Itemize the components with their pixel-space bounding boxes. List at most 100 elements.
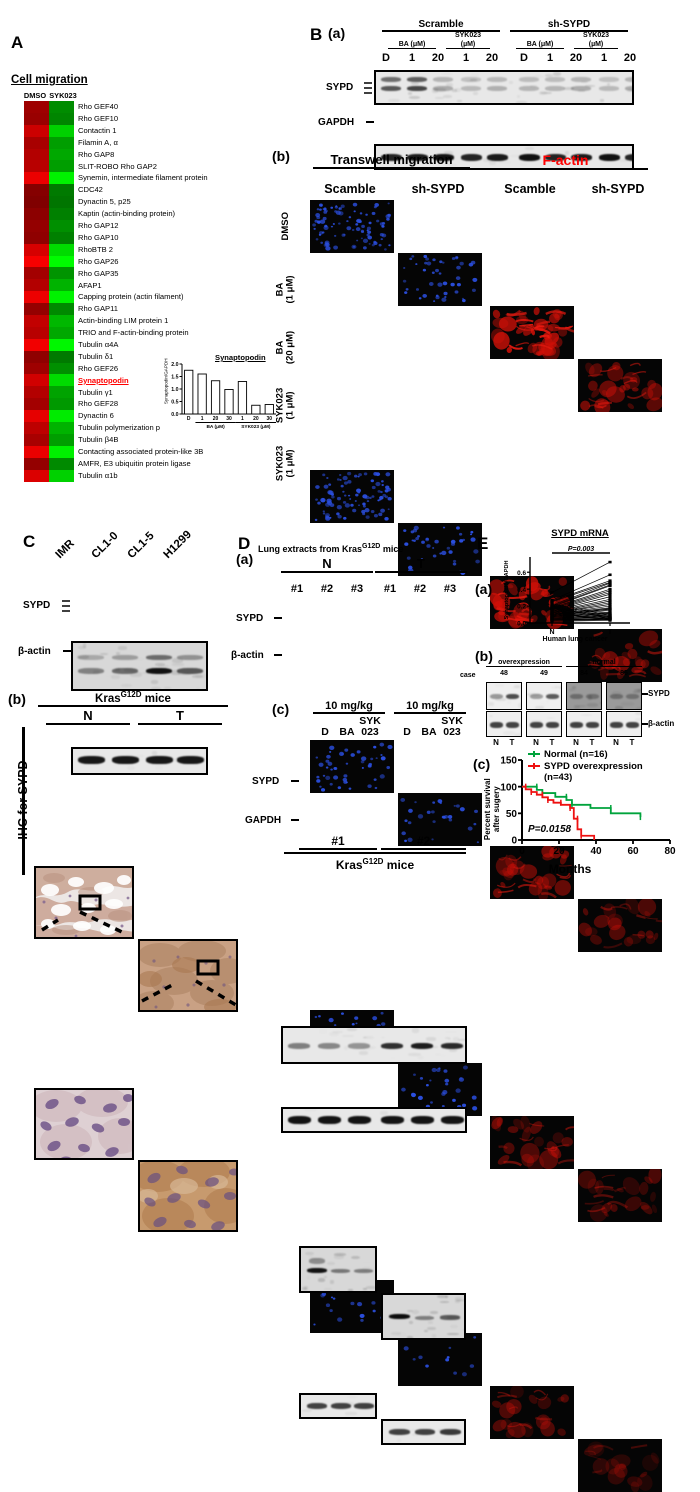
blot-noise [547, 717, 555, 719]
blot-band [433, 77, 453, 82]
blot-b-lane: 20 [622, 52, 638, 64]
svg-text:0.0: 0.0 [171, 412, 178, 418]
blot-b-lane: 20 [430, 52, 446, 64]
blot-noise [596, 104, 603, 105]
blot-noise [558, 700, 562, 702]
blot-noise [140, 758, 144, 762]
blot-b-group-shsypd: sh-SYPD [510, 19, 628, 32]
blot-noise [517, 95, 520, 98]
blot-band [545, 77, 565, 82]
heatmap-cell-dmso [24, 267, 49, 279]
blot-noise [571, 102, 582, 105]
mrna-x-axis-label: Human lung cancer [500, 636, 650, 643]
blot-b-group-scramble: Scramble [382, 19, 500, 32]
heatmap-label: Synemin, intermediate filament protein [78, 172, 215, 184]
heatmap-cell-dmso [24, 208, 49, 220]
micrograph-row-header: SYK023(1 μM) [276, 431, 297, 495]
ihc-image-n-low [34, 866, 134, 939]
panel-a-letter: A [11, 34, 23, 51]
blot-noise [136, 755, 143, 757]
heatmap-label: Capping protein (actin filament) [78, 291, 215, 303]
d-header-sup: G12D [362, 543, 380, 550]
blot-band [407, 77, 427, 82]
blot-band [490, 722, 503, 728]
blot-band [348, 1116, 371, 1124]
survival-x-axis-label: Months [500, 862, 640, 876]
blot-d-row-actin: β-actin [231, 650, 264, 661]
blot-noise [371, 1046, 377, 1049]
blot-dc-lane-labels: DBASYK023DBASYK023 [305, 716, 470, 746]
blot-dc-sypd-marker [291, 780, 299, 782]
blot-noise [636, 707, 642, 710]
blot-noise [445, 1296, 449, 1299]
blot-band [570, 694, 583, 699]
blot-noise [302, 1409, 312, 1413]
blot-noise [587, 703, 598, 707]
micrograph-factin [578, 899, 662, 952]
blot-noise [441, 73, 453, 75]
heatmap-cell-syk [49, 184, 74, 196]
heatmap-cell-dmso [24, 232, 49, 244]
blot-band [177, 756, 204, 764]
blot-dc-gapdh-box-2 [381, 1419, 466, 1445]
blot-band [530, 722, 543, 728]
heatmap-cell-dmso [24, 446, 49, 458]
svg-text:1: 1 [201, 416, 204, 422]
blot-noise [473, 92, 478, 95]
blot-noise [524, 104, 527, 105]
heatmap-cell-syk [49, 398, 74, 410]
blot-noise [319, 1029, 327, 1033]
blot-noise [127, 766, 136, 770]
blot-band [519, 86, 539, 91]
eb-nt-label: T [545, 738, 559, 747]
blot-b-ba-header-1: BA (μM) [388, 41, 436, 49]
heatmap-cell-syk [49, 208, 74, 220]
blot-noise [447, 1333, 458, 1335]
heatmap-cell-dmso [24, 458, 49, 470]
heatmap-cell-dmso [24, 374, 49, 386]
kras-text: Kras [95, 693, 121, 705]
blot-band [309, 1258, 325, 1264]
blot-c-lane: CL1-0 [90, 530, 121, 561]
eb-actin-box [606, 711, 642, 737]
blot-noise [409, 96, 421, 99]
d-header-text: Lung extracts from Kras [258, 544, 362, 554]
blot-noise [403, 1118, 410, 1120]
blot-band [433, 86, 453, 91]
heatmap-label: Rho GAP35 [78, 267, 215, 279]
svg-text:0.5: 0.5 [171, 400, 178, 406]
heatmap-label: Tubulin β4B [78, 434, 215, 446]
blot-band [625, 77, 634, 82]
eb-case-label: case [460, 672, 476, 679]
blot-noise [443, 95, 452, 98]
svg-text:0: 0 [511, 836, 517, 847]
blot-band [610, 694, 623, 699]
blot-dc-row-gapdh: GAPDH [245, 815, 281, 826]
blot-d-lane: #1 [377, 583, 403, 595]
heatmap-cell-syk [49, 267, 74, 279]
heatmap-label: Contactin 1 [78, 125, 215, 137]
eb-sypd-box [526, 682, 562, 710]
svg-text:0: 0 [519, 846, 525, 857]
heatmap-cell-dmso [24, 113, 49, 125]
heatmap-cell-dmso [24, 184, 49, 196]
heatmap-cell-syk [49, 291, 74, 303]
eb-row-actin: β-actin [648, 719, 674, 728]
blot-band [441, 1043, 463, 1049]
blot-band [331, 1269, 350, 1273]
eb-actin-box [486, 711, 522, 737]
heatmap-cell-syk [49, 149, 74, 161]
blot-band [407, 86, 427, 91]
blot-band [440, 1315, 460, 1320]
blot-noise [330, 1280, 334, 1284]
blot-d-lane: #2 [314, 583, 340, 595]
mouse-label-2: #2 [381, 834, 466, 850]
blot-d-lane: #3 [437, 583, 463, 595]
ihc-col-n: N [46, 708, 130, 725]
blot-c-lane: CL1-5 [126, 530, 157, 561]
heatmap-col-dmso: DMSO [22, 91, 48, 100]
heatmap-label: Rho GAP8 [78, 149, 215, 161]
blot-noise [417, 1056, 424, 1059]
micrograph-row-header-wrap: BA(20 μM) [262, 316, 310, 374]
micrograph-transwell [310, 470, 394, 523]
